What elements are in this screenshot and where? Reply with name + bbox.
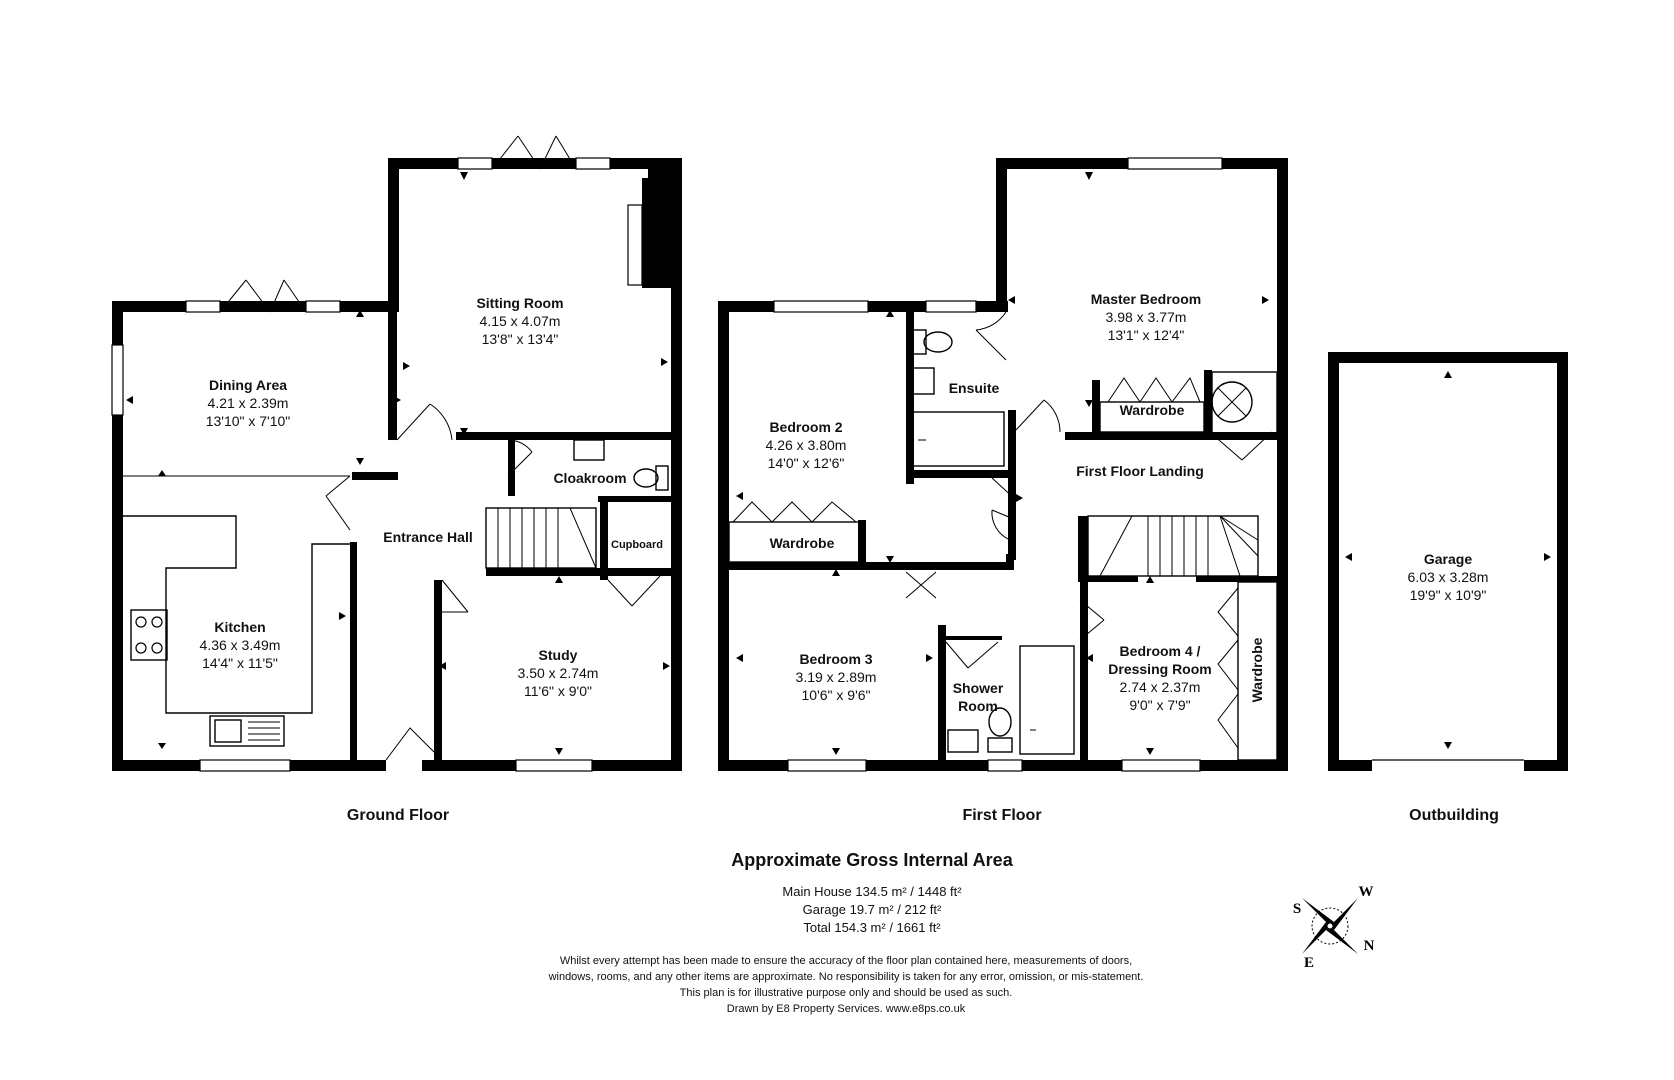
shower-room-line1: Shower (953, 680, 1004, 696)
garage-name: Garage (1424, 551, 1472, 567)
ground-floor-caption: Ground Floor (347, 807, 449, 824)
bedroom-4-wardrobe-name: Wardrobe (1249, 637, 1265, 702)
kitchen-name: Kitchen (214, 619, 265, 635)
outbuilding-caption: Outbuilding (1409, 807, 1499, 824)
compass-n-label: N (1364, 938, 1375, 954)
outbuilding-plan (1328, 352, 1568, 771)
compass-s-label: S (1293, 901, 1301, 917)
area-summary: Approximate Gross Internal Area Main Hou… (731, 850, 1013, 935)
kitchen-label: Kitchen 4.36 x 3.49m 14'4" x 11'5" (200, 619, 281, 671)
bedroom-2-imperial: 14'0" x 12'6" (768, 455, 845, 471)
master-bedroom-label: Master Bedroom 3.98 x 3.77m 13'1" x 12'4… (1091, 291, 1201, 343)
sitting-room-metric: 4.15 x 4.07m (480, 313, 561, 329)
garage-metric: 6.03 x 3.28m (1408, 569, 1489, 585)
sitting-room-imperial: 13'8" x 13'4" (482, 331, 559, 347)
area-title: Approximate Gross Internal Area (731, 850, 1013, 870)
kitchen-metric: 4.36 x 3.49m (200, 637, 281, 653)
bedroom-2-wardrobe-name: Wardrobe (770, 535, 835, 551)
compass-rose-icon: S W E N (1293, 884, 1375, 971)
first-floor-landing-name: First Floor Landing (1076, 463, 1204, 479)
sitting-room-name: Sitting Room (476, 295, 563, 311)
compass-w-label: W (1359, 884, 1374, 900)
compass-e-label: E (1304, 955, 1314, 971)
master-bedroom-metric: 3.98 x 3.77m (1106, 309, 1187, 325)
disclaimer-line-4: Drawn by E8 Property Services. www.e8ps.… (727, 1003, 966, 1015)
cloakroom-name: Cloakroom (553, 470, 626, 486)
dining-area-imperial: 13'10" x 7'10" (206, 413, 291, 429)
shower-room-label: Shower Room (953, 680, 1004, 714)
bedroom-4-line2: Dressing Room (1108, 661, 1211, 677)
study-metric: 3.50 x 2.74m (518, 665, 599, 681)
bedroom-2-label: Bedroom 2 4.26 x 3.80m 14'0" x 12'6" (766, 419, 847, 471)
ensuite-name: Ensuite (949, 380, 1000, 396)
dining-area-name: Dining Area (209, 377, 287, 393)
disclaimer-line-2: windows, rooms, and any other items are … (548, 971, 1144, 983)
area-total: Total 154.3 m² / 1661 ft² (803, 920, 941, 935)
entrance-hall-name: Entrance Hall (383, 529, 472, 545)
bedroom-2-name: Bedroom 2 (769, 419, 842, 435)
bedroom-4-metric: 2.74 x 2.37m (1120, 679, 1201, 695)
bedroom-3-metric: 3.19 x 2.89m (796, 669, 877, 685)
bedroom-4-imperial: 9'0" x 7'9" (1129, 697, 1190, 713)
master-wardrobe-name: Wardrobe (1120, 402, 1185, 418)
study-imperial: 11'6" x 9'0" (524, 683, 592, 699)
kitchen-imperial: 14'4" x 11'5" (202, 655, 278, 671)
shower-room-line2: Room (958, 698, 998, 714)
dining-area-label: Dining Area 4.21 x 2.39m 13'10" x 7'10" (206, 377, 291, 429)
study-name: Study (539, 647, 578, 663)
disclaimer-line-3: This plan is for illustrative purpose on… (680, 987, 1013, 999)
master-bedroom-name: Master Bedroom (1091, 291, 1201, 307)
bedroom-3-label: Bedroom 3 3.19 x 2.89m 10'6" x 9'6" (796, 651, 877, 703)
study-label: Study 3.50 x 2.74m 11'6" x 9'0" (518, 647, 599, 699)
bedroom-3-name: Bedroom 3 (799, 651, 872, 667)
bedroom-3-imperial: 10'6" x 9'6" (802, 687, 871, 703)
master-bedroom-imperial: 13'1" x 12'4" (1108, 327, 1185, 343)
area-main-house: Main House 134.5 m² / 1448 ft² (782, 884, 962, 899)
bedroom-2-metric: 4.26 x 3.80m (766, 437, 847, 453)
garage-label: Garage 6.03 x 3.28m 19'9" x 10'9" (1408, 551, 1489, 603)
disclaimer: Whilst every attempt has been made to en… (548, 955, 1144, 1015)
sitting-room-label: Sitting Room 4.15 x 4.07m 13'8" x 13'4" (476, 295, 563, 347)
bedroom-4-label: Bedroom 4 / Dressing Room 2.74 x 2.37m 9… (1108, 643, 1211, 713)
area-garage: Garage 19.7 m² / 212 ft² (803, 902, 942, 917)
dining-area-metric: 4.21 x 2.39m (208, 395, 289, 411)
garage-imperial: 19'9" x 10'9" (1410, 587, 1487, 603)
ground-floor-plan (111, 135, 682, 774)
first-floor-caption: First Floor (962, 807, 1041, 824)
bedroom-4-line1: Bedroom 4 / (1120, 643, 1201, 659)
disclaimer-line-1: Whilst every attempt has been made to en… (560, 955, 1132, 967)
cupboard-name: Cupboard (611, 539, 663, 551)
first-floor-plan (718, 157, 1288, 772)
